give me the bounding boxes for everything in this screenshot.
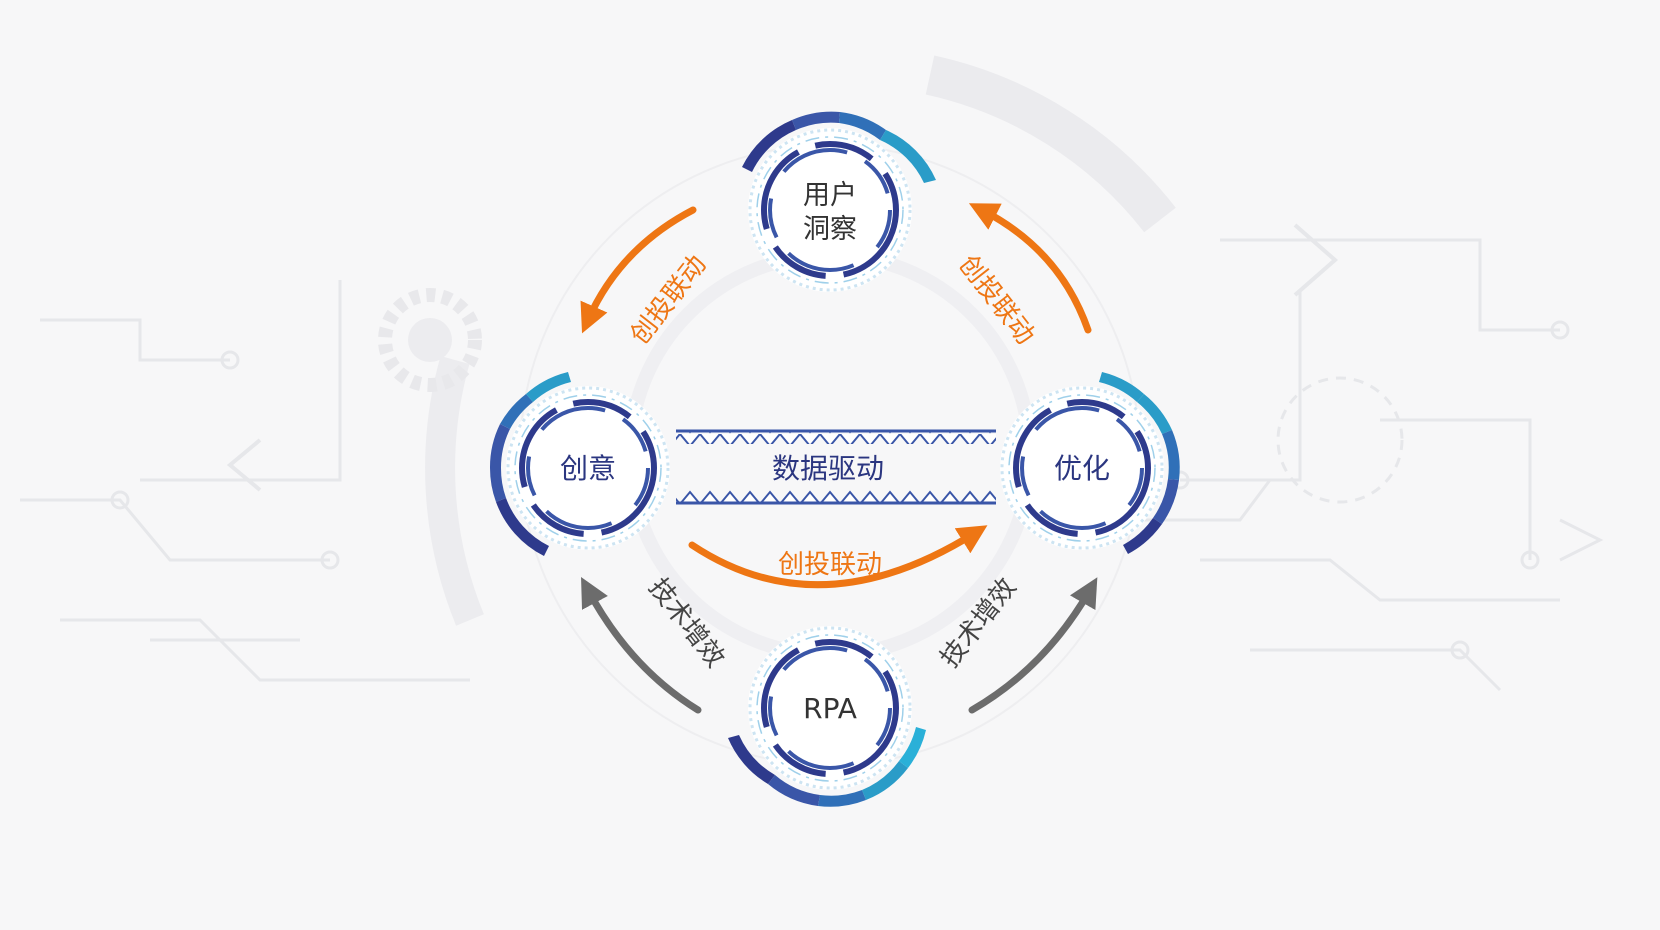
node-right: 优化: [1000, 372, 1180, 554]
circuit-background: [20, 223, 1604, 692]
arrow-top-right: [968, 203, 1092, 334]
node-top-label-line2: 洞察: [803, 214, 857, 245]
arrow-bottom-right: [968, 577, 1098, 714]
node-bottom: RPA: [728, 626, 926, 807]
node-top-label-line1: 用户: [803, 180, 857, 211]
data-band: 数据驱动: [676, 429, 996, 505]
arrows: [580, 203, 1098, 714]
arrow-bottom-left: [581, 577, 702, 714]
arrow-top-left: [580, 206, 697, 334]
center-band-label: 数据驱动: [772, 452, 884, 485]
arrow-label-center-lower: 创投联动: [778, 550, 882, 580]
arrow-center-lower: [688, 525, 988, 589]
node-left: 创意: [489, 372, 670, 556]
node-bottom-label: RPA: [803, 692, 857, 725]
node-left-label: 创意: [560, 452, 616, 485]
node-top: 用户 洞察: [742, 111, 936, 292]
node-right-label: 优化: [1054, 452, 1110, 485]
